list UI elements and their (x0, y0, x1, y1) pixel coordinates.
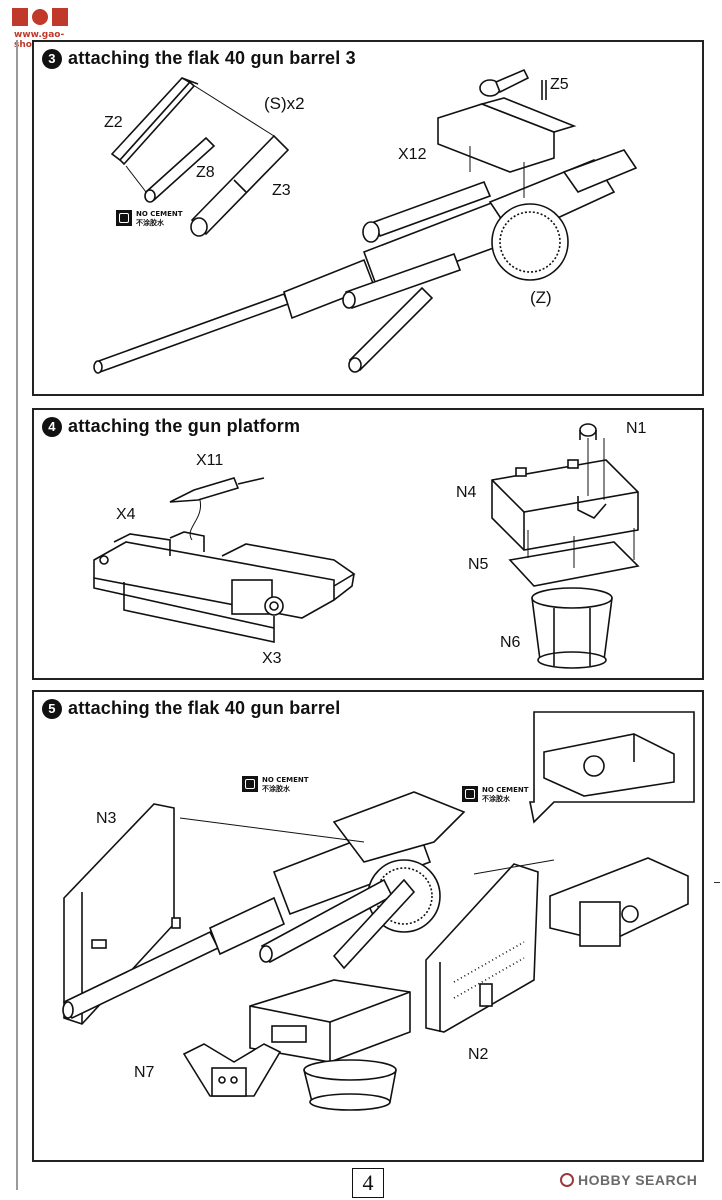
label-z3: Z3 (272, 182, 291, 199)
label-n1: N1 (626, 420, 647, 437)
no-cement-cn: 不涂胶水 (482, 795, 510, 803)
part-n4-drawing (491, 459, 639, 551)
part-z2-drawing (110, 77, 199, 166)
step-4-number: 4 (42, 416, 62, 437)
no-cement-en: NO CEMENT (262, 776, 309, 784)
part-n2-drawing (425, 863, 539, 1033)
part-x11-drawing (169, 477, 265, 503)
part-n6-drawing (531, 587, 613, 669)
no-cement-note-b: NO CEMENT 不涂胶水 (462, 786, 529, 804)
part-n7-drawing (182, 1043, 282, 1097)
part-n1-drawing (579, 423, 605, 500)
step-5-panel: 5 attaching the flak 40 gun barrel (32, 690, 704, 1162)
watermark-glyph-icon (12, 8, 68, 26)
step-5-drawing (62, 711, 695, 1111)
label-z8: Z8 (196, 164, 215, 181)
recuperator-drawing (342, 252, 462, 373)
inset-detail-drawing (529, 711, 695, 824)
step-5-number: 5 (42, 698, 62, 719)
part-n3-drawing (63, 803, 181, 1025)
watermark-logo: www.gao-shou.com (4, 4, 84, 50)
label-x11: X11 (196, 452, 224, 469)
part-n5-drawing (508, 528, 640, 587)
label-n4: N4 (456, 484, 477, 501)
label-z5: Z5 (550, 76, 569, 93)
glue-bottle-icon (462, 786, 478, 802)
step-3-number: 3 (42, 48, 62, 69)
no-cement-note: NO CEMENT 不涂胶水 (116, 210, 183, 228)
glue-bottle-icon (242, 776, 258, 792)
page-number: 4 (352, 1168, 384, 1198)
no-cement-cn: 不涂胶水 (136, 219, 164, 227)
no-cement-en: NO CEMENT (482, 786, 529, 794)
label-x4: X4 (116, 506, 136, 523)
step-3-title-text: attaching the flak 40 gun barrel 3 (68, 48, 356, 68)
part-z3-drawing (190, 134, 290, 237)
step-4-title-text: attaching the gun platform (68, 416, 301, 436)
part-x12-drawing (437, 97, 577, 198)
platform-drawing (249, 979, 411, 1111)
step-5-title-text: attaching the flak 40 gun barrel (68, 698, 341, 718)
gun-cradle-drawing (93, 531, 356, 643)
no-cement-note-a: NO CEMENT 不涂胶水 (242, 776, 309, 794)
no-cement-en: NO CEMENT (136, 210, 183, 218)
label-n2: N2 (468, 1046, 489, 1063)
hobby-search-logo-icon (560, 1173, 574, 1187)
part-z5-drawing (479, 68, 547, 100)
main-gun-drawing (62, 791, 466, 1020)
hobby-search-watermark: HOBBY SEARCH (560, 1172, 697, 1188)
label-n3: N3 (96, 810, 117, 827)
hobby-search-text: HOBBY SEARCH (578, 1172, 698, 1188)
step-3-drawing (93, 68, 638, 374)
label-z2: Z2 (104, 114, 123, 131)
label-s-x2: (S)x2 (264, 94, 305, 113)
label-n6: N6 (500, 634, 521, 651)
step-5-title: 5 attaching the flak 40 gun barrel (42, 698, 340, 719)
breech-drawing (488, 149, 638, 281)
label-x3: X3 (262, 650, 282, 667)
step-4-drawing (93, 423, 640, 669)
breech-assembly-drawing (549, 857, 689, 947)
label-n5: N5 (468, 556, 489, 573)
step-4-title: 4 attaching the gun platform (42, 416, 300, 437)
glue-bottle-icon (116, 210, 132, 226)
step-4-panel: 4 attaching the gun platform (32, 408, 704, 680)
margin-tick (714, 882, 720, 883)
label-n7: N7 (134, 1064, 155, 1081)
step-3-title: 3 attaching the flak 40 gun barrel 3 (42, 48, 356, 69)
step-3-panel: 3 attaching the flak 40 gun barrel 3 (32, 40, 704, 396)
binding-margin-line (16, 40, 18, 1190)
part-z8-drawing (144, 136, 216, 203)
label-z: (Z) (530, 288, 552, 307)
no-cement-cn: 不涂胶水 (262, 785, 290, 793)
label-x12: X12 (398, 146, 427, 163)
